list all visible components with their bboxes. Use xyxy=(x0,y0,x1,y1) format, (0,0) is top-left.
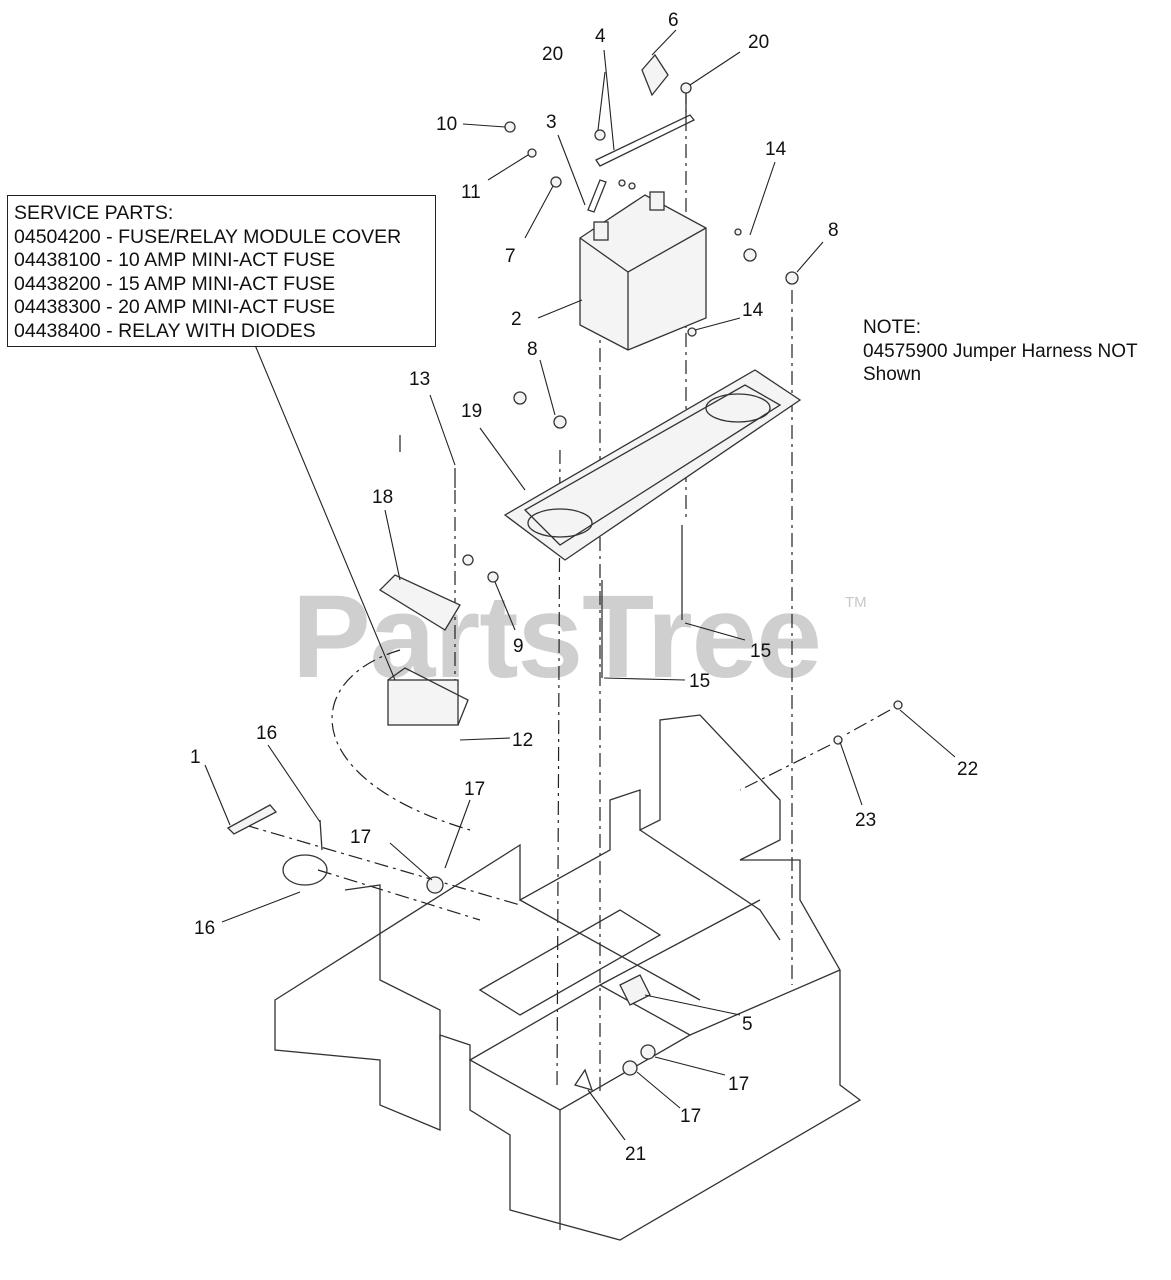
callout-23: 23 xyxy=(855,810,876,831)
callout-8-top: 8 xyxy=(828,220,839,241)
callout-17-d: 17 xyxy=(680,1106,701,1127)
callout-9: 9 xyxy=(513,636,524,657)
callout-1: 1 xyxy=(190,747,201,768)
callout-19: 19 xyxy=(461,401,482,422)
callout-17-a: 17 xyxy=(464,779,485,800)
clip-and-harness-parts xyxy=(226,804,328,886)
callout-15-upper: 15 xyxy=(750,641,771,662)
service-part-line: 04438300 - 20 AMP MINI-ACT FUSE xyxy=(14,296,336,318)
battery-part xyxy=(579,191,707,351)
callout-22: 22 xyxy=(957,759,978,780)
callout-16-bottom: 16 xyxy=(194,918,215,939)
callout-12: 12 xyxy=(512,730,533,751)
callout-2: 2 xyxy=(511,309,522,330)
note-title: NOTE: xyxy=(863,317,922,338)
battery-tray-part xyxy=(503,369,802,678)
battery-hold-down-parts xyxy=(399,53,799,488)
trademark-mark: TM xyxy=(845,594,867,611)
service-part-line: 04504200 - FUSE/RELAY MODULE COVER xyxy=(14,225,402,248)
callout-10: 10 xyxy=(436,114,457,135)
callout-17-b: 17 xyxy=(350,827,371,848)
callout-14-top: 14 xyxy=(765,139,787,160)
callout-17-c: 17 xyxy=(728,1074,749,1095)
callout-leader-lines xyxy=(204,29,956,1141)
callout-18: 18 xyxy=(372,487,393,508)
callout-14-mid: 14 xyxy=(742,300,764,321)
note-line-1: 04575900 Jumper Harness NOT xyxy=(863,340,1138,362)
service-part-line: 04438400 - RELAY WITH DIODES xyxy=(14,319,316,342)
callout-8-mid: 8 xyxy=(527,339,538,360)
note-block: NOTE: 04575900 Jumper Harness NOT Shown xyxy=(863,316,1138,387)
service-parts-title: SERVICE PARTS: xyxy=(14,202,174,224)
callout-20-left: 20 xyxy=(542,44,563,65)
note-line-2: Shown xyxy=(863,364,922,385)
callout-13: 13 xyxy=(409,369,430,390)
callout-3: 3 xyxy=(546,112,557,133)
callout-numbers: 1 2 3 4 5 6 7 8 8 9 10 11 12 13 14 14 15… xyxy=(190,10,978,1165)
callout-7: 7 xyxy=(505,246,516,267)
bracket-and-fuse-module xyxy=(378,554,499,726)
service-parts-box: SERVICE PARTS: 04504200 - FUSE/RELAY MOD… xyxy=(7,195,436,347)
callout-21: 21 xyxy=(625,1144,646,1165)
callout-16-top: 16 xyxy=(256,723,277,744)
callout-15-lower: 15 xyxy=(689,671,710,692)
callout-5: 5 xyxy=(742,1014,753,1035)
callout-6: 6 xyxy=(668,10,679,31)
frame-assembly xyxy=(274,700,903,1241)
callout-20-right: 20 xyxy=(748,32,769,53)
service-part-line: 04438100 - 10 AMP MINI-ACT FUSE xyxy=(14,249,336,271)
callout-11: 11 xyxy=(461,182,481,203)
service-part-line: 04438200 - 15 AMP MINI-ACT FUSE xyxy=(14,272,336,295)
callout-4: 4 xyxy=(595,26,606,47)
